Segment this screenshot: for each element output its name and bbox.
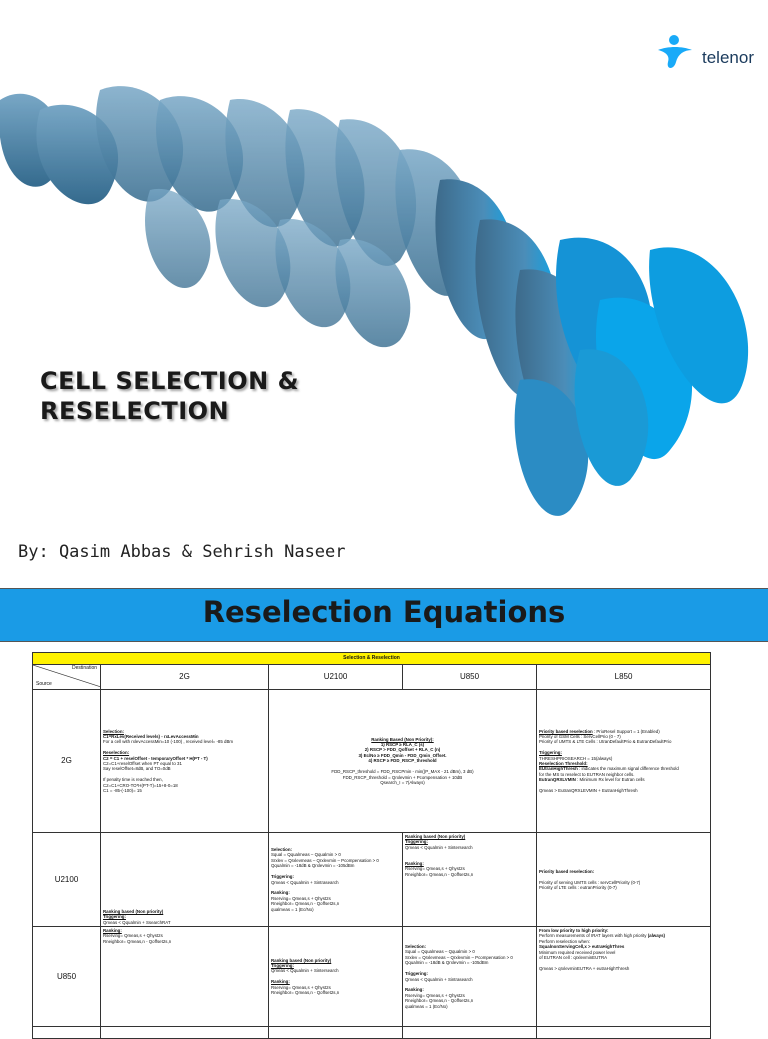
col-l850: L850: [535, 664, 712, 690]
cell-u850-2g: Ranking: Rserving= Qmeas,s + Qhyst2s Rne…: [100, 926, 269, 1027]
cell-u850-u2100: Ranking based (Non priority) Triggering:…: [268, 926, 403, 1027]
equations-slide: Reselection Equations Selection & Resele…: [0, 588, 768, 1039]
slide-title: CELL SELECTION & RESELECTION: [40, 366, 299, 426]
corner-cell: Destination Source: [32, 664, 101, 690]
cell-u850-u850: Selection: Squal = Qqualmeas – Qqualmin …: [402, 926, 537, 1027]
cell-u2100-u2100: Selection: Squal = Qqualmeas – Qqualmin …: [268, 832, 403, 927]
row-2g: 2G: [32, 689, 101, 833]
banner-title: Reselection Equations: [202, 595, 566, 629]
cell-2g-umts: Ranking Based (Non Priority): 1) RSCP ≥ …: [268, 689, 537, 833]
logo-wordmark: telenor: [702, 48, 754, 67]
ribbon-artwork: [0, 86, 749, 516]
destination-label: Destination: [71, 665, 97, 671]
title-slide: telenor CELL SELECTION & RESELECTION By:…: [0, 35, 754, 562]
row-u2100: U2100: [32, 832, 101, 927]
row-u850: U850: [32, 926, 101, 1027]
cell-2g-2g: Selection: C1=RxLev(Received levels) - r…: [100, 689, 269, 833]
cell-u2100-l850: Priority based reselection: Priority of …: [535, 832, 712, 927]
cell-2g-l850: Priority based reselection : PrioResel S…: [535, 689, 712, 833]
cell-u2100-2g: Ranking based (Non priority) Triggering:…: [100, 832, 269, 927]
col-u850: U850: [402, 664, 537, 690]
col-u2100: U2100: [268, 664, 403, 690]
table-header: Selection & Reselection: [31, 652, 712, 665]
reselection-table: Selection & Reselection Destination Sour…: [31, 652, 712, 1039]
diagonal-line: [33, 665, 101, 687]
author-byline: By: Qasim Abbas & Sehrish Naseer: [18, 542, 346, 562]
title-banner: Reselection Equations: [0, 588, 768, 642]
title-line-2: RESELECTION: [40, 397, 230, 425]
col-2g: 2G: [100, 664, 269, 690]
cell-u2100-u850: Ranking based (Non priority) Triggering:…: [402, 832, 537, 927]
source-label: Source: [36, 680, 52, 687]
row-partial: [32, 1026, 101, 1039]
title-line-1: CELL SELECTION &: [40, 367, 300, 395]
telenor-logo: [658, 35, 692, 68]
cell-u850-l850: From low priority to high priority: Perf…: [535, 926, 712, 1027]
slide-separator: [0, 576, 768, 588]
